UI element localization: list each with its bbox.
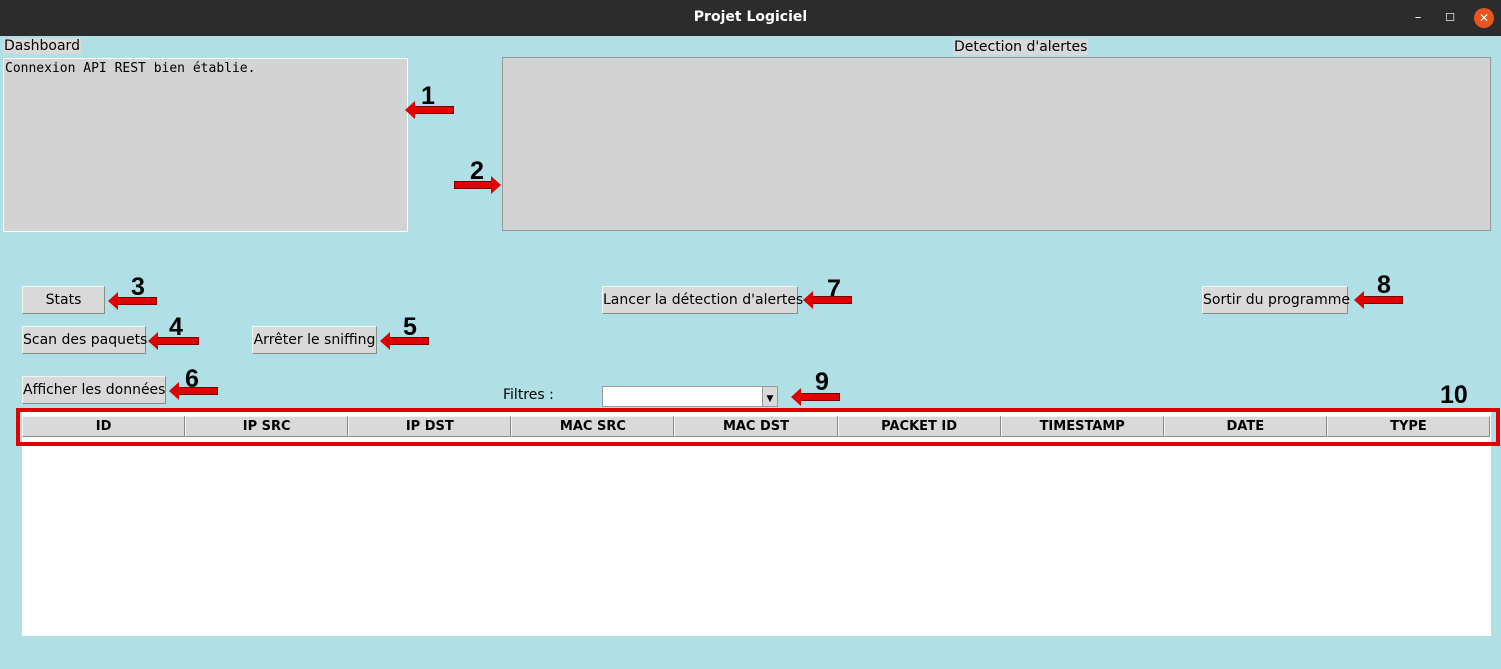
- column-header-mac-src[interactable]: MAC SRC: [511, 416, 675, 437]
- scan-packets-button[interactable]: Scan des paquets: [22, 326, 147, 354]
- minimize-icon[interactable]: –: [1414, 10, 1422, 25]
- alerts-textbox[interactable]: [502, 57, 1491, 231]
- annotation-frame-10: [16, 408, 1500, 446]
- annotation-10: 10: [1440, 381, 1468, 409]
- window-title: Projet Logiciel: [693, 9, 808, 25]
- annotation-arrow-3: [108, 292, 157, 310]
- show-data-button[interactable]: Afficher les données: [22, 376, 166, 404]
- alerts-label: Detection d'alertes: [953, 39, 1089, 55]
- dashboard-textbox[interactable]: Connexion API REST bien établie.: [3, 58, 408, 232]
- maximize-icon[interactable]: ☐: [1445, 11, 1455, 24]
- annotation-arrow-5: [380, 332, 429, 350]
- column-header-timestamp[interactable]: TIMESTAMP: [1000, 416, 1164, 437]
- table-header: ID IP SRC IP DST MAC SRC MAC DST PACKET …: [22, 416, 1490, 437]
- close-icon[interactable]: ✕: [1474, 8, 1494, 28]
- column-header-id[interactable]: ID: [22, 416, 186, 437]
- annotation-arrow-6: [169, 382, 218, 400]
- stop-sniffing-button[interactable]: Arrêter le sniffing: [252, 326, 377, 354]
- column-header-packet-id[interactable]: PACKET ID: [837, 416, 1001, 437]
- column-header-type[interactable]: TYPE: [1326, 416, 1490, 437]
- exit-button[interactable]: Sortir du programme: [1202, 286, 1350, 314]
- annotation-3: 3: [131, 273, 145, 301]
- stats-button[interactable]: Stats: [22, 286, 105, 314]
- annotation-arrow-9: [791, 388, 840, 406]
- annotation-arrow-8: [1354, 291, 1403, 309]
- annotation-arrow-2: [454, 176, 501, 194]
- filters-combobox[interactable]: ▼: [602, 386, 778, 407]
- annotation-arrow-4: [148, 332, 199, 350]
- annotation-1: 1: [421, 82, 435, 110]
- annotation-8: 8: [1377, 271, 1391, 299]
- annotation-6: 6: [185, 365, 199, 393]
- filters-label: Filtres :: [503, 387, 554, 403]
- annotation-arrow-1: [405, 101, 454, 119]
- window-titlebar: Projet Logiciel – ☐ ✕: [0, 0, 1501, 36]
- column-header-date[interactable]: DATE: [1163, 416, 1327, 437]
- annotation-arrow-7: [803, 291, 852, 309]
- annotation-5: 5: [403, 313, 417, 341]
- annotation-2: 2: [470, 157, 484, 185]
- data-table[interactable]: [22, 412, 1491, 636]
- column-header-mac-dst[interactable]: MAC DST: [674, 416, 838, 437]
- chevron-down-icon[interactable]: ▼: [762, 387, 777, 406]
- annotation-9: 9: [815, 368, 829, 396]
- column-header-ip-src[interactable]: IP SRC: [185, 416, 349, 437]
- dashboard-label: Dashboard: [3, 38, 81, 54]
- launch-alerts-button[interactable]: Lancer la détection d'alertes: [602, 286, 803, 314]
- annotation-4: 4: [169, 313, 183, 341]
- column-header-ip-dst[interactable]: IP DST: [348, 416, 512, 437]
